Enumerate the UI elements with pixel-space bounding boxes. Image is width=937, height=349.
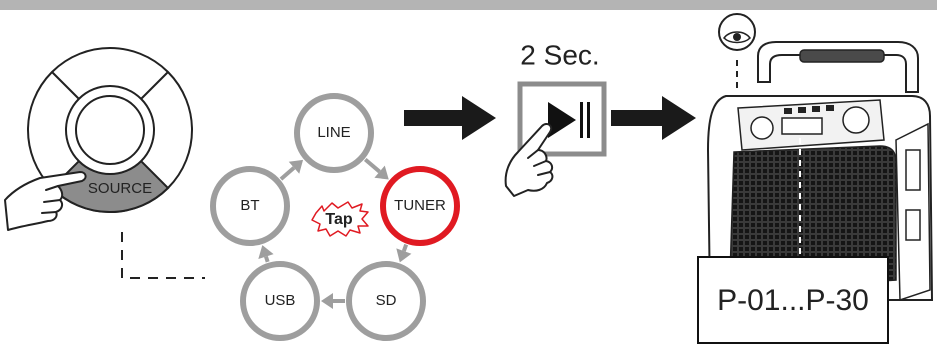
cycle-arrow-line <box>279 166 296 181</box>
tap-starburst-icon <box>311 201 369 237</box>
cycle-arrow-head-icon <box>396 248 412 263</box>
source-node-sd <box>346 261 426 341</box>
source-node-line <box>294 93 374 173</box>
speaker-unit: P-01...P-30 <box>697 13 934 344</box>
speaker-volume-knob <box>842 106 870 134</box>
eye-icon <box>718 13 756 51</box>
knob-divider <box>51 71 80 100</box>
source-node-tuner <box>380 166 460 246</box>
cycle-arrow-line <box>363 158 381 174</box>
speaker-side-slot <box>905 149 921 191</box>
hand-pointer-icon <box>4 171 87 231</box>
knob-divider <box>140 71 169 100</box>
speaker-button-row <box>798 107 806 113</box>
top-band <box>0 0 937 10</box>
source-cycle: LINE TUNER SD USB BT <box>210 93 460 341</box>
cycle-arrow-head-icon <box>288 159 304 174</box>
source-node-label: TUNER <box>394 197 446 214</box>
flow-arrow <box>611 96 696 140</box>
hand-press-icon <box>504 122 554 197</box>
cycle-arrow-head-icon <box>258 245 274 259</box>
dashed-connector <box>121 232 205 279</box>
speaker-button-row <box>812 106 820 112</box>
cycle-arrow-head-icon <box>374 165 389 180</box>
cycle-arrow-line <box>264 255 270 263</box>
tap-label: Tap <box>325 211 352 228</box>
speaker-button-row <box>784 108 792 114</box>
source-node-label: BT <box>240 197 259 214</box>
speaker-control-knob <box>750 116 774 140</box>
speaker-button-row <box>826 105 834 111</box>
play-pause-icon <box>548 102 590 138</box>
cycle-arrow-head-icon <box>321 293 333 309</box>
source-node-label: LINE <box>317 124 350 141</box>
knob-center-button[interactable] <box>75 95 145 165</box>
speaker-handle-grip <box>799 49 885 63</box>
cycle-arrow-line <box>401 243 409 252</box>
source-node-usb <box>240 261 320 341</box>
tap-indicator: Tap <box>311 201 369 237</box>
source-node-bt <box>210 166 290 246</box>
speaker-display-box <box>697 256 889 344</box>
source-knob: SOURCE <box>27 47 193 214</box>
hold-duration-label: 2 Sec. <box>520 39 599 70</box>
flow-arrow <box>404 96 496 140</box>
speaker-side-slot <box>905 209 921 241</box>
speaker-small-display <box>781 117 823 135</box>
source-node-label: USB <box>265 292 296 309</box>
speaker-display-text: P-01...P-30 <box>717 284 869 317</box>
source-label: SOURCE <box>88 180 152 197</box>
source-node-label: SD <box>376 292 397 309</box>
